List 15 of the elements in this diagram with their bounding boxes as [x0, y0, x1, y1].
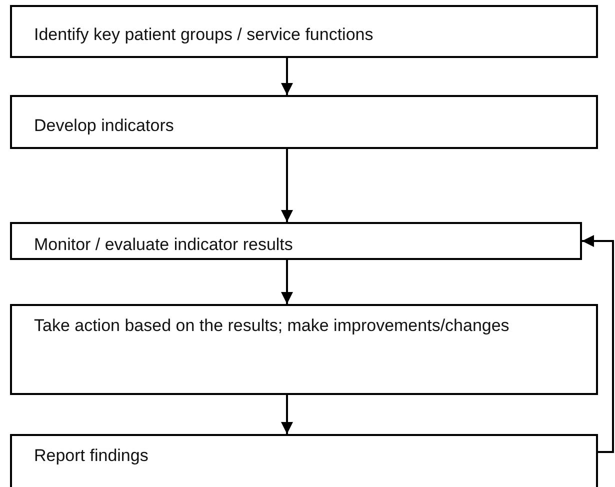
- step-text: Take action based on the results; make improvements/changes: [34, 315, 510, 337]
- step-text: Report findings: [34, 445, 148, 467]
- process-box: [10, 5, 598, 58]
- step-text: Identify key patient groups / service functions: [34, 24, 374, 46]
- process-box: [10, 95, 598, 149]
- process-box: [10, 434, 598, 487]
- arrow: [281, 149, 293, 222]
- step-text: Monitor / evaluate indicator results: [34, 234, 293, 256]
- arrow: [582, 235, 614, 453]
- arrow: [281, 58, 293, 95]
- process-box: [10, 222, 582, 260]
- step-text: Develop indicators: [34, 114, 174, 136]
- arrow: [281, 260, 293, 304]
- arrow: [281, 395, 293, 434]
- process-box: [10, 304, 598, 395]
